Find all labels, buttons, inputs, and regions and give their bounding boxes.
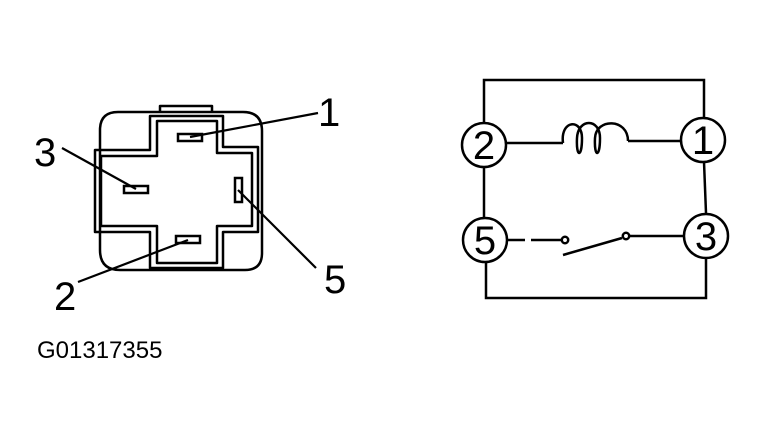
node-circle-2 (460, 121, 508, 169)
leader-line-5 (237, 189, 317, 269)
wire-bottom (484, 259, 708, 300)
wire-right-vertical (702, 161, 708, 214)
connector-pin-label-1: 1 (318, 91, 340, 135)
connector-cavity-inner (99, 119, 254, 265)
switch-contact-right (621, 231, 631, 241)
coil-icon (561, 121, 630, 155)
connector-pin-label-3: 3 (34, 131, 56, 175)
leader-line-1 (189, 111, 319, 139)
connector-lock-tab (158, 104, 214, 112)
wire-top (482, 78, 706, 124)
switch-arm (562, 236, 623, 257)
schematic-node-label-3: 3 (695, 215, 717, 259)
connector-terminals (122, 132, 244, 245)
node-circle-5 (461, 216, 509, 264)
terminal-slot-3 (122, 184, 150, 195)
terminal-slot-5 (233, 176, 244, 204)
leader-line-3 (61, 147, 137, 190)
connector-view (93, 104, 264, 272)
schematic-node-label-5: 5 (474, 219, 496, 263)
connector-pin-label-5: 5 (324, 258, 346, 302)
connector-housing-outline (98, 110, 264, 272)
switch-contact-left (560, 235, 570, 245)
terminal-slot-1 (176, 132, 204, 143)
node-circle-3 (682, 212, 730, 260)
relay-schematic (460, 78, 730, 300)
connector-leader-lines (61, 111, 319, 284)
connector-cavity-outer (93, 114, 260, 270)
node-circle-1 (679, 116, 727, 164)
schematic-node-label-2: 2 (473, 124, 495, 168)
terminal-slot-2 (174, 234, 202, 245)
figure-code: G01317355 (37, 337, 162, 364)
leader-line-2 (77, 238, 189, 284)
connector-pin-label-2: 2 (54, 275, 76, 319)
schematic-node-label-1: 1 (692, 119, 714, 163)
